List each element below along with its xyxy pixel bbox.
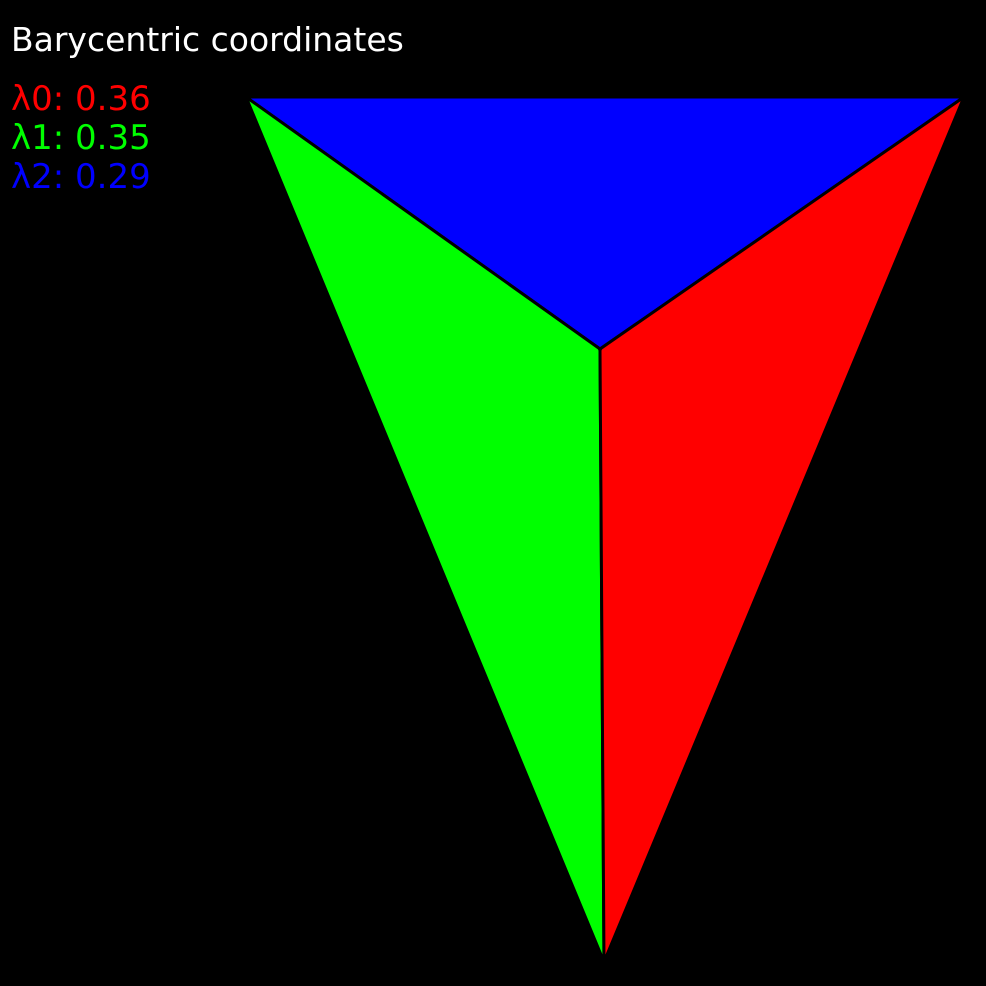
diagram-title: Barycentric coordinates (11, 20, 404, 59)
query-point[interactable] (598, 347, 602, 351)
sub-triangle-lambda0 (598, 95, 966, 964)
coordinate-readout: λ0: 0.36 λ1: 0.35 λ2: 0.29 (11, 80, 151, 197)
lambda2-readout: λ2: 0.29 (11, 157, 151, 197)
lambda0-readout: λ0: 0.36 (11, 79, 151, 119)
lambda1-readout: λ1: 0.35 (11, 118, 151, 158)
